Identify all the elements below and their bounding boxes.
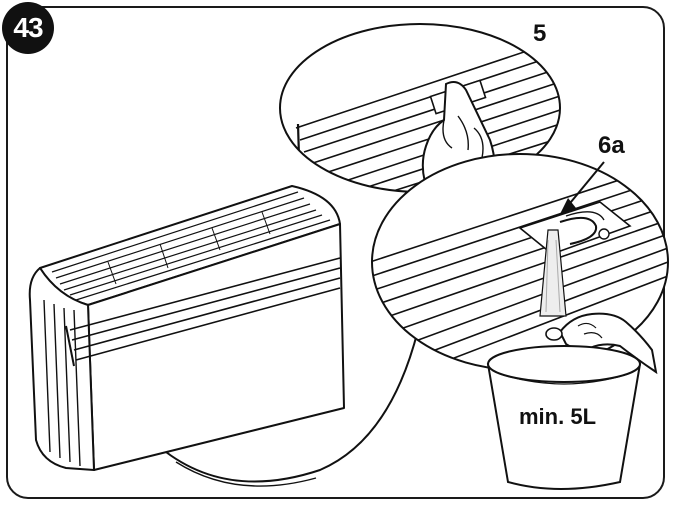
air-conditioner-unit [28, 185, 345, 471]
label-capacity: min. 5L [519, 404, 597, 429]
detail-top [279, 23, 561, 198]
label-part-6a: 6a [598, 132, 625, 159]
pointer-arrow [565, 161, 605, 209]
figure-number-badge: 43 [2, 2, 54, 54]
bucket [486, 345, 642, 490]
label-part-5: 5 [533, 20, 547, 47]
motion-arc [165, 329, 419, 483]
